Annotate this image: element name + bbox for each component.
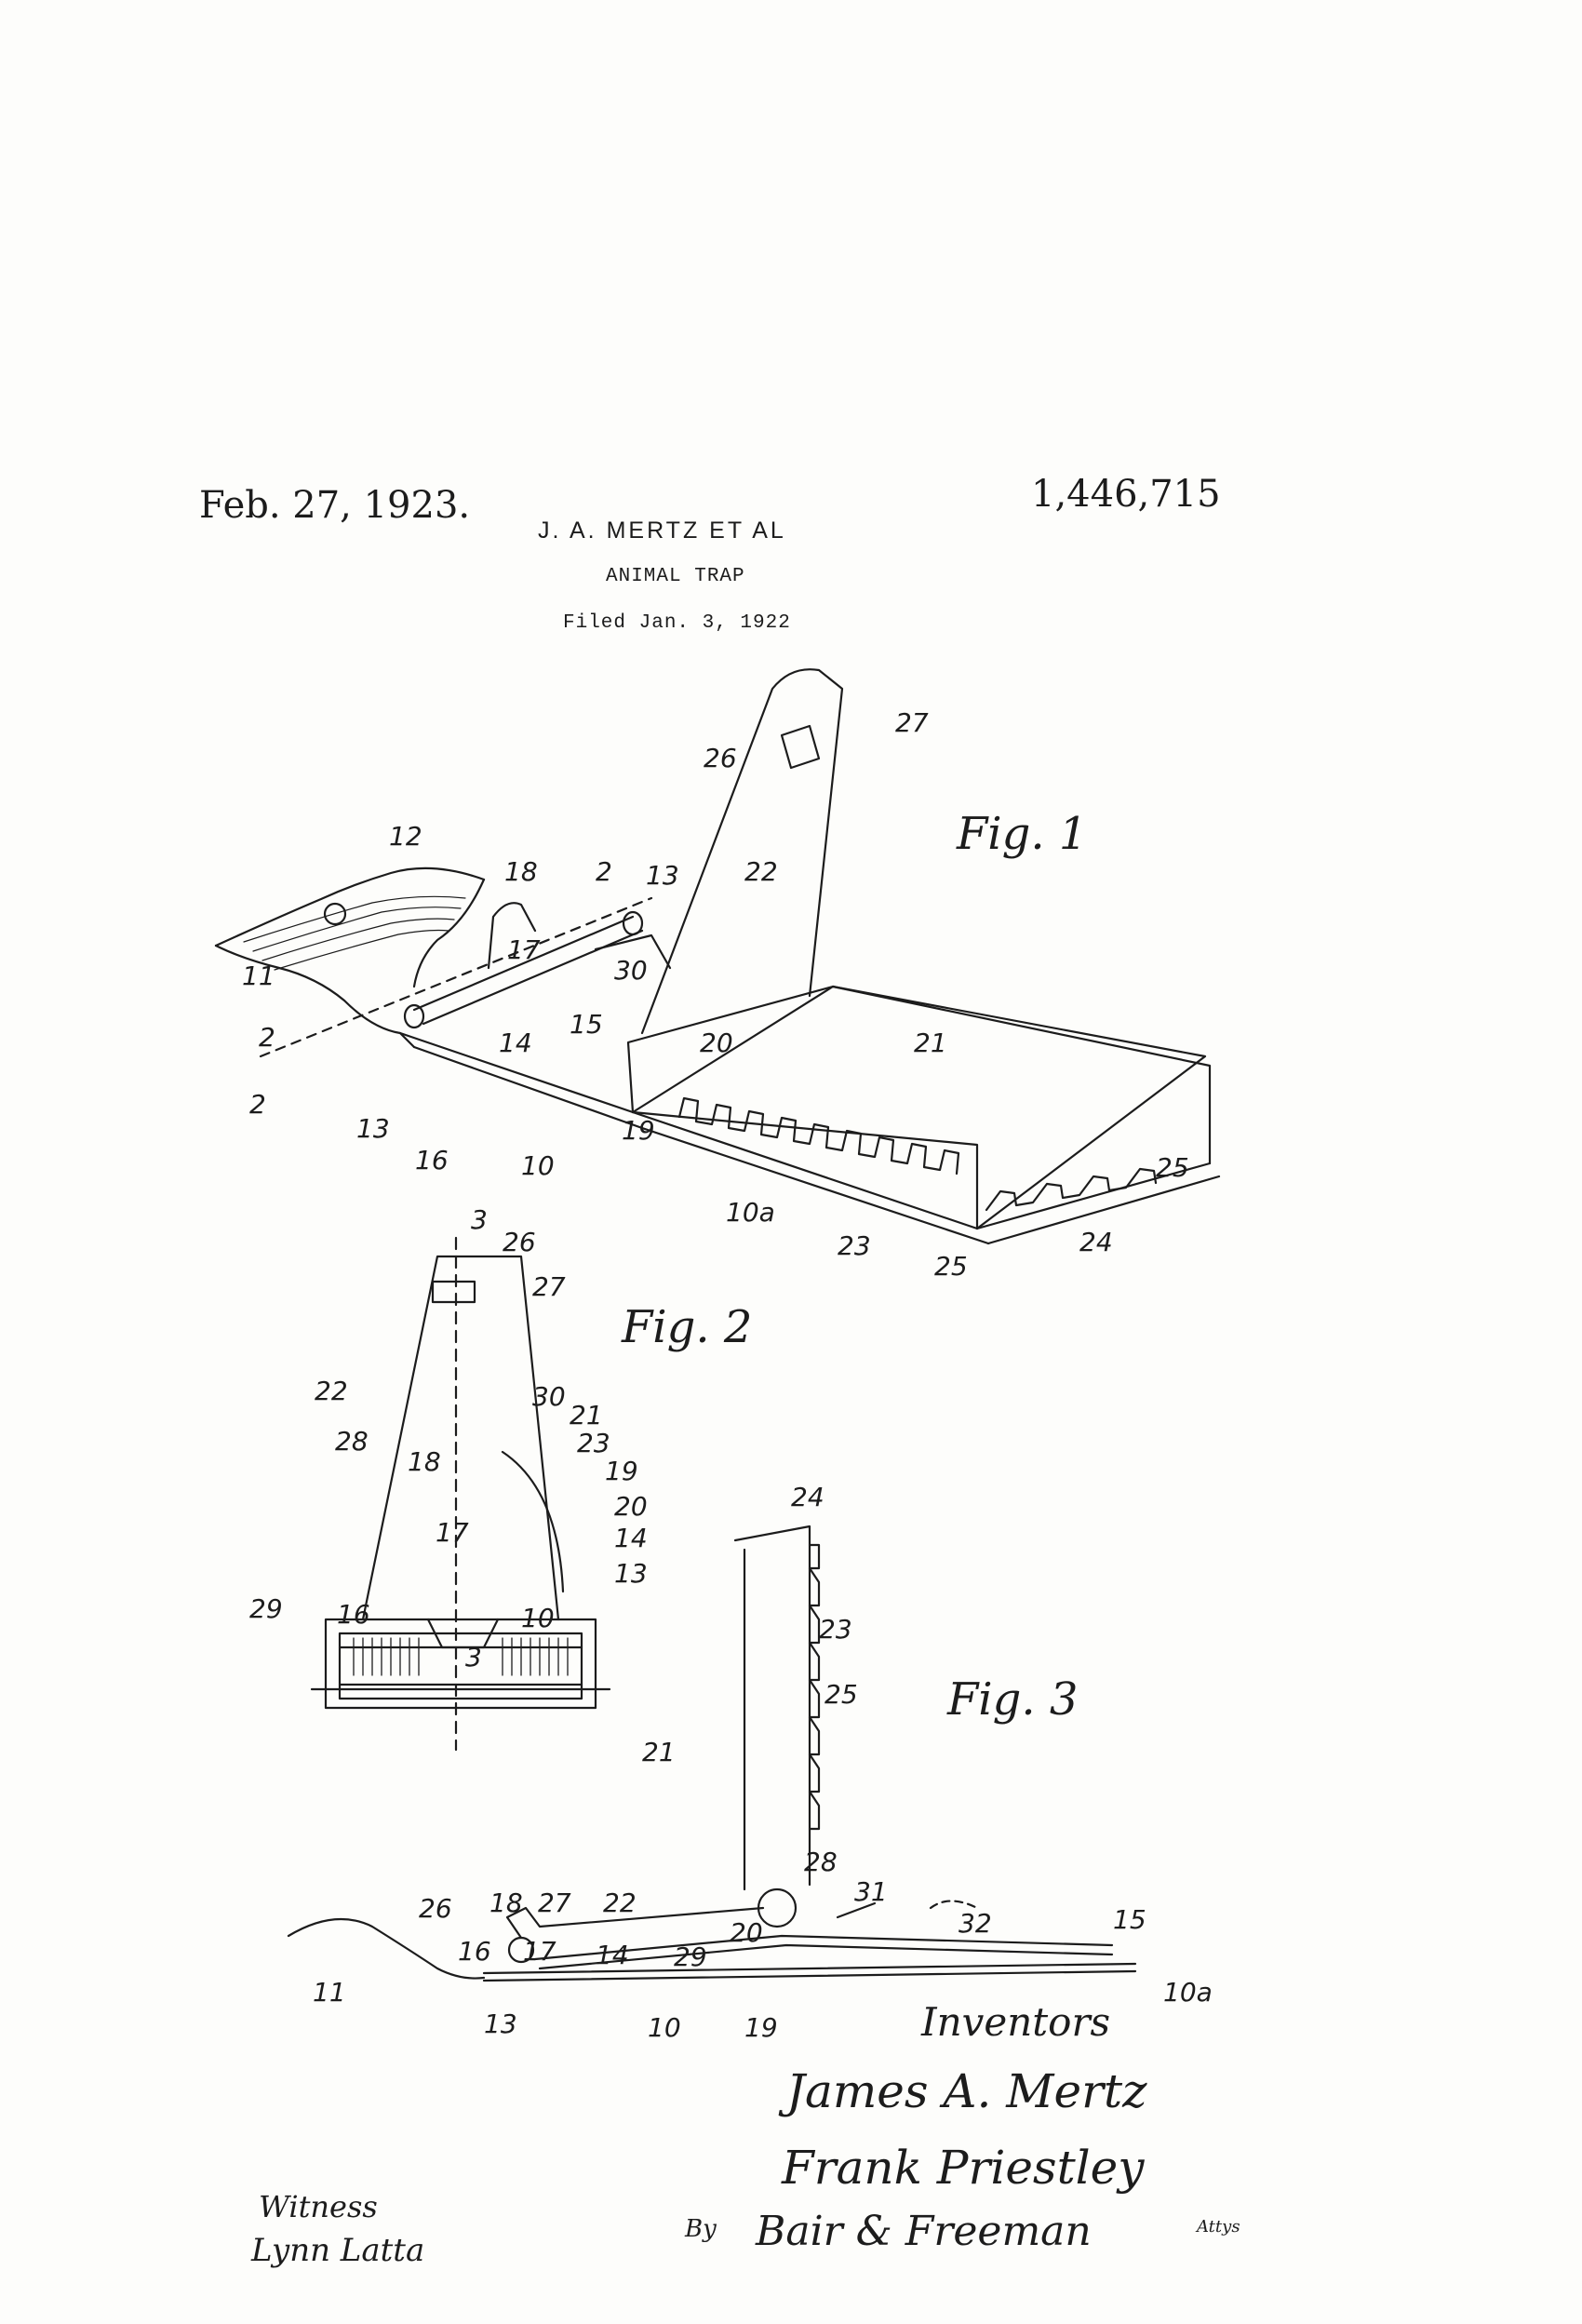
svg-text:22: 22 [603,1887,637,1918]
svg-text:17: 17 [507,934,541,965]
patent-number: 1,446,715 [1031,473,1221,516]
svg-text:23: 23 [577,1428,610,1458]
patent-date: Feb. 27, 1923. [199,484,471,527]
svg-text:10: 10 [648,2012,681,2043]
by-label: By [685,2215,717,2243]
svg-text:31: 31 [854,1876,888,1907]
svg-text:28: 28 [804,1847,838,1877]
svg-text:19: 19 [605,1456,638,1486]
svg-text:30: 30 [532,1381,566,1412]
svg-text:16: 16 [458,1936,491,1967]
fig-3-label: Fig. 3 [947,1673,1079,1726]
svg-text:16: 16 [337,1599,370,1630]
svg-text:19: 19 [744,2012,778,2043]
svg-text:18: 18 [489,1887,523,1918]
svg-text:24: 24 [791,1482,825,1512]
svg-text:13: 13 [614,1558,648,1589]
invention-title: ANIMAL TRAP [606,566,745,587]
svg-text:10: 10 [521,1150,555,1181]
witness-signature: Lynn Latta [251,2232,425,2269]
svg-text:29: 29 [674,1941,707,1972]
svg-text:14: 14 [614,1523,648,1553]
svg-text:27: 27 [895,707,929,738]
svg-text:10: 10 [521,1603,555,1633]
svg-text:23: 23 [819,1614,852,1645]
svg-text:14: 14 [499,1028,532,1058]
svg-text:2: 2 [596,856,612,887]
svg-text:26: 26 [704,743,737,773]
svg-text:21: 21 [642,1737,676,1767]
svg-text:18: 18 [504,856,538,887]
svg-text:26: 26 [503,1227,536,1257]
svg-text:11: 11 [242,960,275,991]
svg-text:11: 11 [313,1977,346,2008]
svg-text:30: 30 [614,955,648,986]
inventor-signature-2: Frank Priestley [782,2141,1145,2195]
attys-label: Attys [1197,2217,1240,2237]
svg-text:21: 21 [570,1400,603,1431]
svg-text:32: 32 [959,1908,992,1939]
svg-text:21: 21 [914,1028,947,1058]
inventor-signature-1: James A. Mertz [786,2064,1147,2118]
svg-text:12: 12 [389,821,422,852]
fig-2-label: Fig. 2 [622,1301,753,1353]
svg-text:22: 22 [744,856,778,887]
svg-text:13: 13 [356,1113,390,1144]
svg-text:22: 22 [315,1376,348,1406]
svg-text:10a: 10a [1163,1977,1213,2008]
fig-1-drawing [214,668,1221,1245]
svg-text:19: 19 [622,1115,655,1146]
svg-text:15: 15 [1113,1904,1146,1935]
svg-text:2: 2 [249,1089,266,1120]
svg-text:20: 20 [614,1491,648,1522]
svg-text:20: 20 [730,1917,763,1948]
svg-text:15: 15 [570,1009,603,1040]
svg-text:28: 28 [335,1426,369,1457]
fig-1-label: Fig. 1 [957,808,1088,860]
svg-text:29: 29 [249,1593,283,1624]
attorney-signature: Bair & Freeman [756,2208,1092,2255]
svg-text:25: 25 [1156,1152,1189,1183]
fig-3-drawing [287,1525,1137,1982]
svg-text:13: 13 [646,860,679,891]
inventor-name: J. A. MERTZ ET AL [538,517,786,544]
filing-date: Filed Jan. 3, 1922 [563,612,791,634]
svg-text:10a: 10a [726,1197,775,1228]
witness-label: Witness [259,2189,378,2224]
svg-text:16: 16 [415,1145,449,1175]
svg-text:20: 20 [700,1028,733,1058]
svg-text:25: 25 [934,1251,968,1282]
svg-text:14: 14 [596,1940,629,1970]
svg-text:2: 2 [259,1022,275,1053]
svg-text:13: 13 [484,2008,517,2039]
svg-text:24: 24 [1079,1227,1113,1257]
fig-2-drawing [310,1236,611,1752]
svg-text:26: 26 [419,1893,452,1924]
inventors-label: Inventors [921,1999,1111,2045]
svg-text:27: 27 [538,1887,571,1918]
svg-text:17: 17 [436,1517,469,1548]
svg-text:18: 18 [408,1446,441,1477]
svg-text:27: 27 [532,1271,566,1302]
svg-text:25: 25 [825,1679,858,1710]
svg-text:3: 3 [465,1642,482,1672]
svg-text:23: 23 [838,1230,871,1261]
svg-text:3: 3 [471,1204,488,1235]
svg-text:17: 17 [523,1936,556,1967]
